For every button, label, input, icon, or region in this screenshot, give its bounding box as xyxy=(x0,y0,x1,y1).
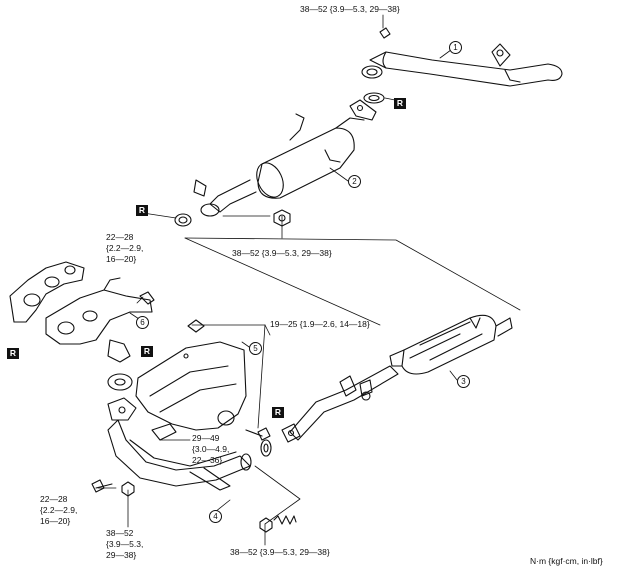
spring-bolt xyxy=(259,515,297,533)
torque-label-top: 38—52 {3.9—5.3, 29—38} xyxy=(300,4,400,14)
leader-lines xyxy=(97,14,521,546)
replace-tag-front-pipe-gasket: R xyxy=(272,407,284,418)
units-legend: N·m {kgf·cm, in·lbf} xyxy=(530,556,603,566)
front-pipe-gasket xyxy=(260,439,272,457)
silencer-nut xyxy=(273,209,291,227)
tailpipe-gasket xyxy=(349,92,385,121)
exhaust-manifold xyxy=(45,277,155,363)
torque-label-middle: 38—52 {3.9—5.3, 29—38} xyxy=(232,248,332,258)
torque-label-manifold-line1: 22—28 xyxy=(106,232,134,242)
torque-label-lower-left-line1: 22—28 xyxy=(40,494,68,504)
tail-pipe xyxy=(361,27,563,87)
callout-5: 5 xyxy=(249,342,262,355)
replace-tag-silencer-gasket: R xyxy=(136,205,148,216)
torque-label-heat-insulator: 19—25 {1.9—2.6, 14—18} xyxy=(270,319,370,329)
manifold-gasket xyxy=(9,261,85,323)
front-pipe-section xyxy=(281,365,399,443)
torque-label-lower-nut-line1: 38—52 xyxy=(106,528,134,538)
torque-label-lower-left-line2: {2.2—2.9, xyxy=(40,505,78,515)
callout-2: 2 xyxy=(348,175,361,188)
callout-1: 1 xyxy=(449,41,462,54)
callout-4: 4 xyxy=(209,510,222,523)
torque-label-bracket-line1: 29—49 xyxy=(192,433,220,443)
catalytic-converter xyxy=(389,314,513,375)
torque-label-lower-nut-line2: {3.9—5.3, xyxy=(106,539,144,549)
callout-3: 3 xyxy=(457,375,470,388)
torque-label-bracket-line3: 22—36} xyxy=(192,455,223,465)
heat-insulator xyxy=(135,319,247,431)
main-silencer xyxy=(193,113,365,217)
torque-label-manifold-line3: 16—20} xyxy=(106,254,137,264)
converter-gasket xyxy=(107,373,133,391)
torque-label-lower-nut-line3: 29—38} xyxy=(106,550,137,560)
replace-tag-manifold-gasket: R xyxy=(7,348,19,359)
torque-label-bracket-line2: {3.0—4.9, xyxy=(192,444,230,454)
replace-tag-converter-gasket: R xyxy=(141,346,153,357)
front-pipe xyxy=(107,397,252,491)
front-pipe-nut xyxy=(121,481,135,497)
front-pipe-bolt xyxy=(91,479,113,493)
replace-tag-tailpipe-gasket: R xyxy=(394,98,406,109)
silencer-gasket xyxy=(174,213,192,227)
torque-label-bottom: 38—52 {3.9—5.3, 29—38} xyxy=(230,547,330,557)
torque-label-lower-left-line3: 16—20} xyxy=(40,516,71,526)
callout-6: 6 xyxy=(136,316,149,329)
insulator-bolt xyxy=(245,427,271,441)
torque-label-manifold-line2: {2.2—2.9, xyxy=(106,243,144,253)
